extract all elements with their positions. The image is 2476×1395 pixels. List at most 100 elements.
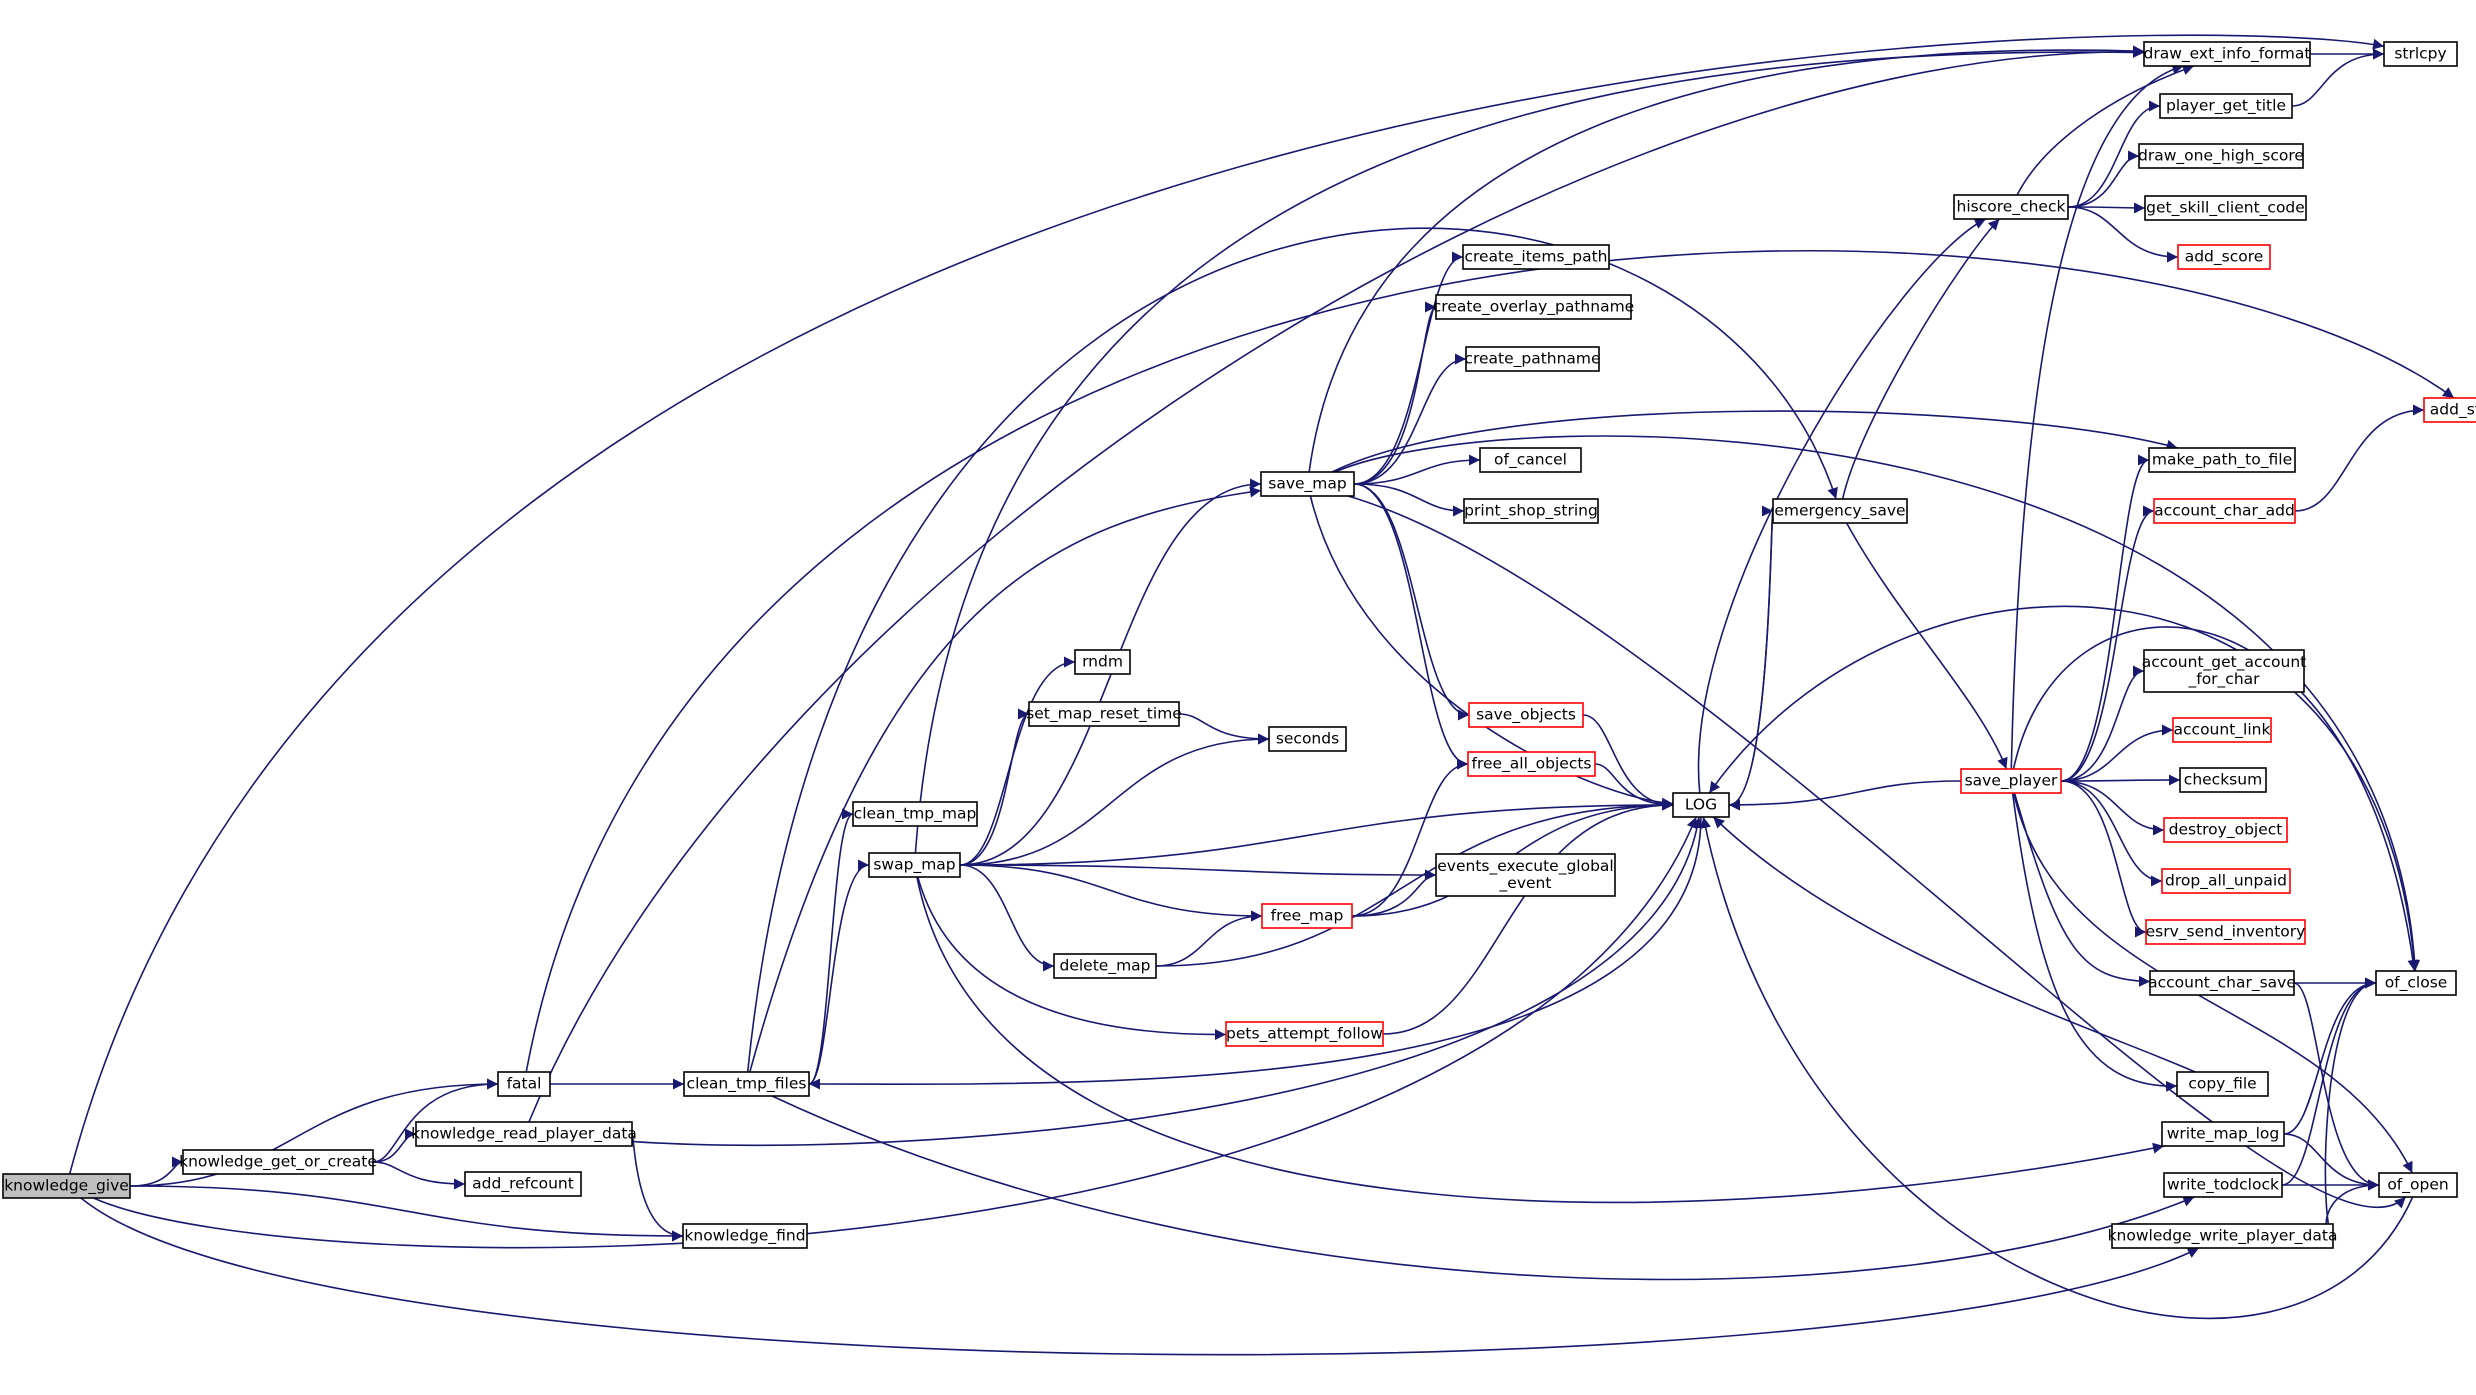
node-box-delete_map[interactable] xyxy=(1053,953,1157,979)
node-box-rndm[interactable] xyxy=(1074,649,1131,675)
node-of_cancel[interactable]: of_cancel xyxy=(1479,447,1582,473)
node-box-add_string[interactable] xyxy=(2423,397,2476,423)
node-clean_tmp_map[interactable]: clean_tmp_map xyxy=(852,801,978,827)
node-box-destroy_object[interactable] xyxy=(2163,817,2288,843)
node-box-add_score[interactable] xyxy=(2177,244,2271,270)
node-knowledge_get_or_create[interactable]: knowledge_get_or_create xyxy=(179,1149,377,1175)
node-box-player_get_title[interactable] xyxy=(2159,93,2293,119)
node-box-of_cancel[interactable] xyxy=(1479,447,1582,473)
node-account_char_add[interactable]: account_char_add xyxy=(2153,498,2296,524)
node-box-draw_ext_info_format[interactable] xyxy=(2143,41,2311,67)
node-box-free_all_objects[interactable] xyxy=(1467,751,1596,777)
node-box-strlcpy[interactable] xyxy=(2383,41,2458,67)
node-knowledge_write_player_data[interactable]: knowledge_write_player_data xyxy=(2108,1223,2338,1249)
node-create_items_path[interactable]: create_items_path xyxy=(1462,244,1610,270)
node-box-create_overlay_pathname[interactable] xyxy=(1435,294,1632,320)
node-account_char_save[interactable]: account_char_save xyxy=(2148,970,2296,996)
node-box-account_char_add[interactable] xyxy=(2153,498,2296,524)
node-box-create_pathname[interactable] xyxy=(1465,346,1600,372)
node-of_close[interactable]: of_close xyxy=(2375,970,2457,996)
node-hiscore_check[interactable]: hiscore_check xyxy=(1953,194,2069,220)
node-esrv_send_inventory[interactable]: esrv_send_inventory xyxy=(2145,919,2306,945)
node-make_path_to_file[interactable]: make_path_to_file xyxy=(2148,447,2296,473)
node-box-drop_all_unpaid[interactable] xyxy=(2161,868,2291,894)
node-checksum[interactable]: checksum xyxy=(2179,767,2267,793)
node-write_map_log[interactable]: write_map_log xyxy=(2161,1121,2285,1147)
node-box-make_path_to_file[interactable] xyxy=(2148,447,2296,473)
node-box-print_shop_string[interactable] xyxy=(1463,498,1599,524)
node-box-of_open[interactable] xyxy=(2378,1172,2458,1198)
node-box-draw_one_high_score[interactable] xyxy=(2138,143,2304,169)
node-strlcpy[interactable]: strlcpy xyxy=(2383,41,2458,67)
node-box-emergency_save[interactable] xyxy=(1772,498,1908,524)
node-box-free_map[interactable] xyxy=(1261,903,1353,929)
node-box-save_objects[interactable] xyxy=(1468,702,1584,728)
node-box-account_link[interactable] xyxy=(2172,717,2272,743)
node-destroy_object[interactable]: destroy_object xyxy=(2163,817,2288,843)
node-account_get_account_for_char[interactable]: account_get_account_for_char xyxy=(2142,649,2306,693)
node-swap_map[interactable]: swap_map xyxy=(868,852,961,878)
node-box-knowledge_find[interactable] xyxy=(682,1223,808,1249)
node-account_link[interactable]: account_link xyxy=(2172,717,2272,743)
node-box-add_refcount[interactable] xyxy=(464,1171,582,1197)
node-seconds[interactable]: seconds xyxy=(1268,726,1347,752)
node-write_todclock[interactable]: write_todclock xyxy=(2163,1172,2283,1198)
node-add_string[interactable]: add_string xyxy=(2423,397,2476,423)
node-knowledge_read_player_data[interactable]: knowledge_read_player_data xyxy=(411,1121,637,1147)
node-box-checksum[interactable] xyxy=(2179,767,2267,793)
node-box-save_map[interactable] xyxy=(1260,471,1355,497)
node-LOG[interactable]: LOG xyxy=(1672,792,1730,818)
node-box-write_map_log[interactable] xyxy=(2161,1121,2285,1147)
node-box-knowledge_get_or_create[interactable] xyxy=(182,1149,374,1175)
node-box-account_get_account_for_char[interactable] xyxy=(2143,649,2305,693)
node-of_open[interactable]: of_open xyxy=(2378,1172,2458,1198)
node-get_skill_client_code[interactable]: get_skill_client_code xyxy=(2144,195,2307,221)
node-box-write_todclock[interactable] xyxy=(2163,1172,2283,1198)
node-box-knowledge_give[interactable] xyxy=(2,1173,131,1199)
node-draw_ext_info_format[interactable]: draw_ext_info_format xyxy=(2143,41,2311,67)
node-box-account_char_save[interactable] xyxy=(2149,970,2295,996)
node-box-set_map_reset_time[interactable] xyxy=(1028,701,1180,727)
node-set_map_reset_time[interactable]: set_map_reset_time xyxy=(1026,701,1182,727)
node-emergency_save[interactable]: emergency_save xyxy=(1772,498,1908,524)
node-box-seconds[interactable] xyxy=(1268,726,1347,752)
node-knowledge_give[interactable]: knowledge_give xyxy=(2,1173,131,1199)
node-add_score[interactable]: add_score xyxy=(2177,244,2271,270)
node-box-swap_map[interactable] xyxy=(868,852,961,878)
node-create_overlay_pathname[interactable]: create_overlay_pathname xyxy=(1433,294,1634,320)
node-drop_all_unpaid[interactable]: drop_all_unpaid xyxy=(2161,868,2291,894)
node-knowledge_find[interactable]: knowledge_find xyxy=(682,1223,808,1249)
node-free_all_objects[interactable]: free_all_objects xyxy=(1467,751,1596,777)
node-fatal[interactable]: fatal xyxy=(497,1071,551,1097)
node-box-esrv_send_inventory[interactable] xyxy=(2145,919,2306,945)
node-pets_attempt_follow[interactable]: pets_attempt_follow xyxy=(1225,1021,1384,1047)
node-box-clean_tmp_map[interactable] xyxy=(852,801,978,827)
node-delete_map[interactable]: delete_map xyxy=(1053,953,1157,979)
node-box-knowledge_read_player_data[interactable] xyxy=(415,1121,633,1147)
node-box-save_player[interactable] xyxy=(1960,768,2062,794)
node-events_execute_global_event[interactable]: events_execute_global_event xyxy=(1435,853,1616,897)
node-save_player[interactable]: save_player xyxy=(1960,768,2062,794)
node-box-pets_attempt_follow[interactable] xyxy=(1225,1021,1384,1047)
node-box-create_items_path[interactable] xyxy=(1462,244,1610,270)
node-box-of_close[interactable] xyxy=(2375,970,2457,996)
node-save_objects[interactable]: save_objects xyxy=(1468,702,1584,728)
node-box-get_skill_client_code[interactable] xyxy=(2144,195,2307,221)
node-box-events_execute_global_event[interactable] xyxy=(1435,853,1616,897)
node-free_map[interactable]: free_map xyxy=(1261,903,1353,929)
node-box-hiscore_check[interactable] xyxy=(1953,194,2069,220)
node-rndm[interactable]: rndm xyxy=(1074,649,1131,675)
node-create_pathname[interactable]: create_pathname xyxy=(1464,346,1601,372)
node-box-fatal[interactable] xyxy=(497,1071,551,1097)
node-box-clean_tmp_files[interactable] xyxy=(683,1071,810,1097)
node-player_get_title[interactable]: player_get_title xyxy=(2159,93,2293,119)
node-save_map[interactable]: save_map xyxy=(1260,471,1355,497)
node-box-knowledge_write_player_data[interactable] xyxy=(2111,1223,2334,1249)
node-clean_tmp_files[interactable]: clean_tmp_files xyxy=(683,1071,810,1097)
node-copy_file[interactable]: copy_file xyxy=(2176,1071,2269,1097)
node-box-LOG[interactable] xyxy=(1672,792,1730,818)
node-print_shop_string[interactable]: print_shop_string xyxy=(1463,498,1599,524)
node-box-copy_file[interactable] xyxy=(2176,1071,2269,1097)
node-add_refcount[interactable]: add_refcount xyxy=(464,1171,582,1197)
node-draw_one_high_score[interactable]: draw_one_high_score xyxy=(2138,143,2304,169)
